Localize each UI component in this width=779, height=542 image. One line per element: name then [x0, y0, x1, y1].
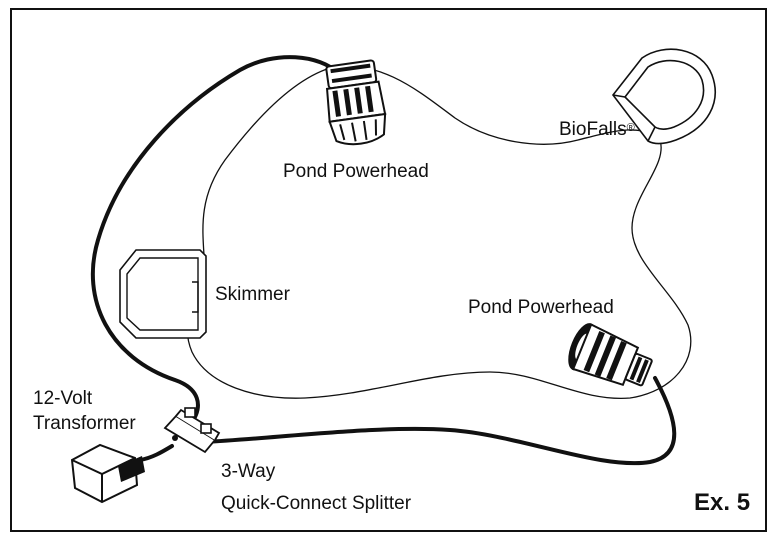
skimmer-box-icon [119, 249, 207, 339]
label-pond-powerhead-right: Pond Powerhead [468, 297, 614, 318]
example-tag: Ex. 5 [694, 489, 751, 516]
cable-right [203, 376, 677, 466]
cable-left [90, 55, 340, 427]
label-biofalls-text: BioFalls [559, 119, 627, 140]
diagram-frame [10, 8, 767, 532]
label-transformer-line2: Transformer [33, 413, 136, 434]
pond-powerhead-icon [325, 59, 387, 146]
label-skimmer: Skimmer [215, 284, 290, 305]
cable-transformer [138, 444, 174, 462]
splitter-icon [163, 407, 221, 454]
label-splitter-line1: 3-Way [221, 461, 276, 482]
pond-powerhead-icon [568, 323, 653, 387]
label-splitter-line2: Quick-Connect Splitter [221, 493, 412, 514]
label-biofalls: BioFalls® [559, 119, 635, 141]
label-transformer-line1: 12-Volt [33, 388, 93, 409]
biofalls-unit-icon [611, 48, 716, 145]
label-pond-powerhead-top: Pond Powerhead [283, 161, 429, 182]
registered-mark: ® [626, 122, 635, 134]
transformer-icon [70, 443, 145, 504]
